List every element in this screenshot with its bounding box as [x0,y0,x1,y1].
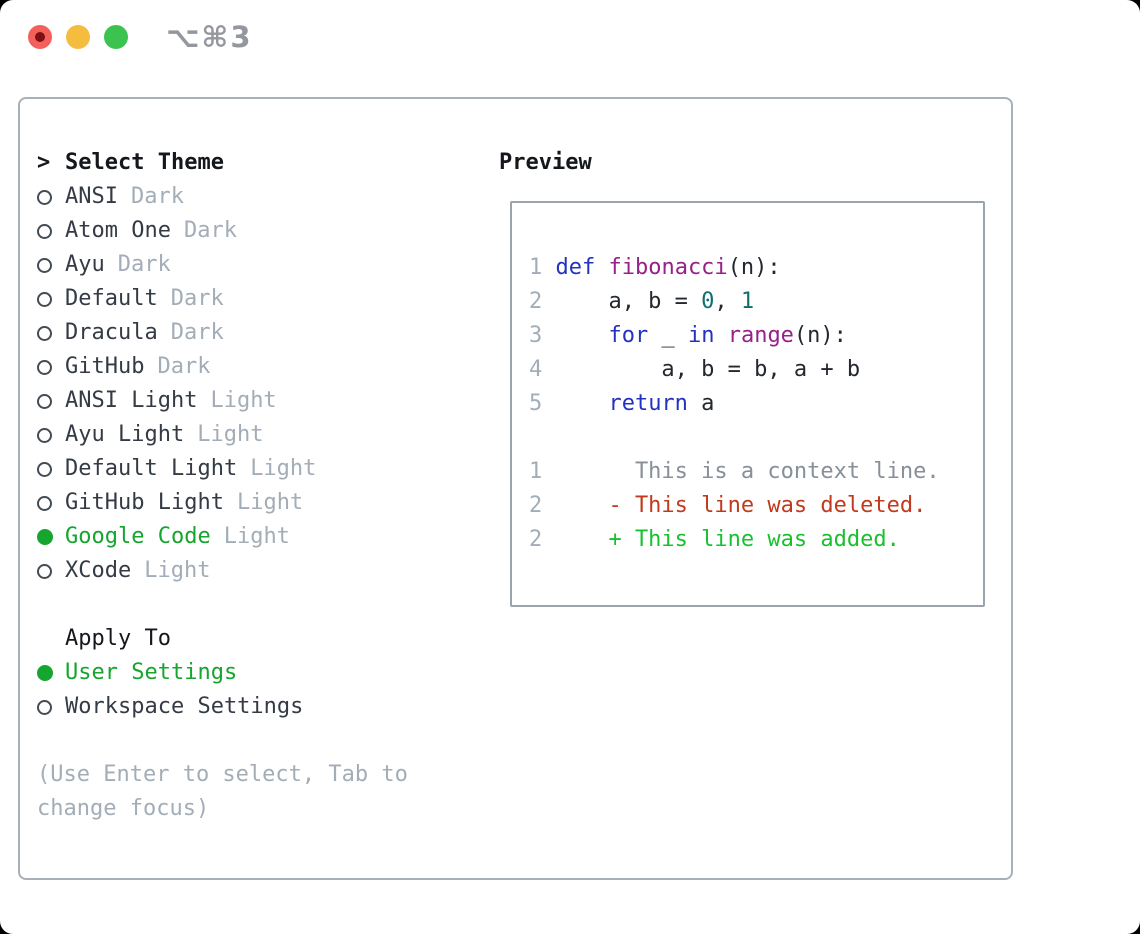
radio-unselected-icon [37,495,52,511]
select-theme-title: Select Theme [65,150,224,175]
radio-unselected-icon [37,325,52,341]
apply-to-option[interactable]: Workspace Settings [37,690,477,724]
line-number: 5 [529,391,543,416]
help-text-line-2: change focus) [37,796,210,821]
theme-option[interactable]: ANSI Dark [37,180,477,214]
diff-line-context: 1 This is a context line. [529,455,983,489]
spacer [37,588,477,622]
preview-title: Preview [499,150,592,175]
apply-to-header: Apply To [37,622,477,656]
blank-code-line [529,421,983,455]
theme-name: GitHub Light [65,490,224,515]
theme-variant: Dark [170,286,224,311]
radio-unselected-icon [37,427,52,443]
apply-to-label: User Settings [65,660,238,685]
radio-unselected-icon [37,393,52,409]
theme-name: Dracula [65,320,158,345]
radio-unselected-icon [37,359,52,375]
theme-option[interactable]: GitHub Light Light [37,486,477,520]
theme-option[interactable]: Atom One Dark [37,214,477,248]
spacer [37,724,477,758]
theme-name: Ayu [65,252,105,277]
theme-name: XCode [65,558,132,583]
line-number: 2 [529,493,543,518]
code-line: 5 return a [529,387,983,421]
line-number: 4 [529,357,543,382]
radio-unselected-icon [37,563,52,579]
line-number: 1 [529,459,543,484]
zoom-button-icon[interactable] [104,25,128,49]
diff-line-added: 2 + This line was added. [529,523,983,557]
theme-option[interactable]: XCode Light [37,554,477,588]
titlebar: ⌥⌘3 [0,0,1140,75]
radio-unselected-icon [37,291,52,307]
radio-unselected-icon [37,257,52,273]
radio-unselected-icon [37,699,52,715]
prompt-icon: > [37,150,51,175]
theme-variant: Light [197,422,264,447]
theme-name: Ayu Light [65,422,185,447]
theme-name: Google Code [65,524,211,549]
theme-option[interactable]: GitHub Dark [37,350,477,384]
theme-variant: Light [210,388,277,413]
theme-name: ANSI [65,184,118,209]
radio-selected-icon [37,529,53,545]
line-number: 1 [529,255,543,280]
diff-preview: 1 This is a context line.2 - This line w… [529,455,983,557]
theme-option[interactable]: Google Code Light [37,520,477,554]
theme-option[interactable]: Ayu Light Light [37,418,477,452]
theme-variant: Light [236,490,304,515]
window-title-shortcut: ⌥⌘3 [166,20,253,54]
theme-option[interactable]: Default Light Light [37,452,477,486]
theme-variant: Dark [183,218,237,243]
theme-name: GitHub [65,354,145,379]
close-button-icon[interactable] [28,25,52,49]
minimize-button-icon[interactable] [66,25,90,49]
radio-selected-icon [37,665,53,681]
theme-option[interactable]: Dracula Dark [37,316,477,350]
diff-line-deleted: 2 - This line was deleted. [529,489,983,523]
apply-to-title: Apply To [65,626,171,651]
theme-option[interactable]: Ayu Dark [37,248,477,282]
radio-unselected-icon [37,223,52,239]
theme-name: Default [65,286,158,311]
help-text-line-1: (Use Enter to select, Tab to [37,762,408,787]
apply-to-label: Workspace Settings [65,694,304,719]
code-line: 4 a, b = b, a + b [529,353,983,387]
line-number: 2 [529,289,543,314]
radio-unselected-icon [37,189,52,205]
line-number: 2 [529,527,543,552]
code-line: 2 a, b = 0, 1 [529,285,983,319]
select-theme-header: > Select Theme [37,146,477,180]
theme-variant: Light [144,558,211,583]
line-number: 3 [529,323,543,348]
theme-variant: Light [250,456,317,481]
theme-option[interactable]: ANSI Light Light [37,384,477,418]
theme-variant: Dark [170,320,224,345]
theme-option[interactable]: Default Dark [37,282,477,316]
code-line: 3 for _ in range(n): [529,319,983,353]
apply-to-option[interactable]: User Settings [37,656,477,690]
theme-variant: Dark [130,184,184,209]
theme-variant: Dark [157,354,211,379]
theme-variant: Light [223,524,290,549]
theme-name: ANSI Light [65,388,198,413]
theme-name: Atom One [65,218,171,243]
theme-name: Default Light [65,456,238,481]
theme-variant: Dark [117,252,171,277]
radio-unselected-icon [37,461,52,477]
